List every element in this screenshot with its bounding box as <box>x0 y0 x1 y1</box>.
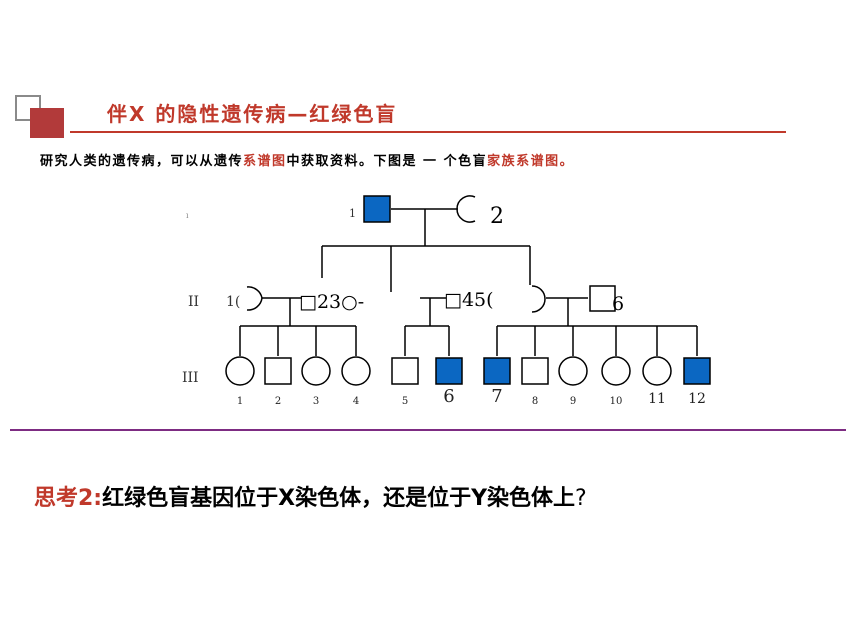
gen3-label: III <box>182 370 199 386</box>
slide-title: 伴X 的隐性遗传病—红绿色盲 <box>107 102 398 126</box>
gen3-individual-7-male-affected <box>483 357 511 385</box>
pedigree-lines <box>239 208 698 356</box>
gen3-label-6: 6 <box>443 386 454 407</box>
gen3-individual-11-female <box>642 356 672 386</box>
gen2-label: II <box>188 294 199 310</box>
gen3-individual-6-male-affected <box>435 357 463 385</box>
intro-highlight-family-pedigree: 家族系谱图。 <box>487 154 575 169</box>
gen2-female-1-partial <box>246 286 263 311</box>
gen3-label-12: 12 <box>688 391 706 407</box>
title-underline <box>70 131 786 133</box>
gen1-male-1-affected <box>363 195 391 223</box>
gen3-individual-3-female <box>301 356 331 386</box>
intro-highlight-pedigree: 系谱图 <box>243 154 287 169</box>
think-question: 思考2:红绿色盲基因位于X染色体，还是位于Y染色体上? <box>34 480 587 512</box>
gen3-individual-9-female <box>558 356 588 386</box>
logo-squares-icon <box>15 95 64 138</box>
gen3-individual-10-female <box>601 356 631 386</box>
gen1-label-2: 2 <box>490 204 504 229</box>
question-mark: ? <box>575 486 587 511</box>
gen1-female-2 <box>456 195 476 223</box>
gen2-male-6 <box>589 285 616 312</box>
question-tag: 思考2: <box>34 486 103 511</box>
gen3-individual-1-female <box>225 356 255 386</box>
gen3-label-5: 5 <box>402 396 408 407</box>
gen3-label-9: 9 <box>570 396 576 407</box>
gen3-label-8: 8 <box>532 396 538 407</box>
gen3-individual-8-male <box>521 357 549 385</box>
gen2-text-2: □23○- <box>299 291 364 313</box>
intro-part2: 中获取资料。下图是 一 个色盲 <box>286 154 488 169</box>
gen2-text-1: 1( <box>226 294 240 310</box>
section-divider <box>10 429 846 431</box>
gen3-individual-5-male <box>391 357 419 385</box>
gen1-label-1: 1 <box>349 207 356 220</box>
gen2-female-5-partial <box>531 285 546 313</box>
intro-part1: 研究人类的遗传病，可以从遗传 <box>40 154 244 169</box>
gen3-individual-12-male-affected <box>683 357 711 385</box>
question-body: 红绿色盲基因位于X染色体，还是位于Y染色体上 <box>102 486 576 511</box>
gen2-text-3: □45( <box>444 289 494 311</box>
gen2-label-6: 6 <box>612 293 624 315</box>
gen3-individual-4-female <box>341 356 371 386</box>
gen3-label-10: 10 <box>610 396 623 407</box>
gen3-label-4: 4 <box>353 396 359 407</box>
gen3-label-7: 7 <box>491 386 502 407</box>
gen3-label-2: 2 <box>275 396 281 407</box>
gen3-label-3: 3 <box>313 396 319 407</box>
stray-mark: ı <box>186 211 189 220</box>
intro-text: 研究人类的遗传病，可以从遗传系谱图中获取资料。下图是 一 个色盲家族系谱图。 <box>40 150 574 169</box>
gen3-label-11: 11 <box>648 391 666 407</box>
gen3-label-1: 1 <box>237 396 243 407</box>
gen3-individual-2-male <box>264 357 292 385</box>
